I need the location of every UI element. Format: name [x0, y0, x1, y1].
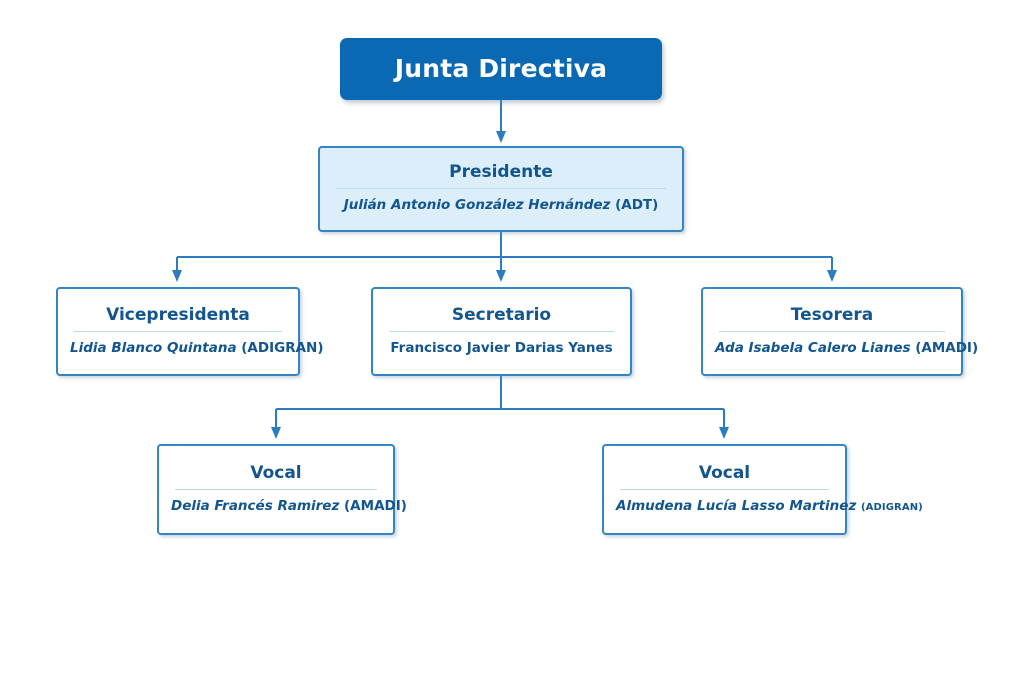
- person-org: (ADT): [615, 197, 659, 213]
- node-divider: [336, 188, 666, 189]
- node-tesorera[interactable]: Tesorera Ada Isabela Calero Lianes (AMAD…: [701, 287, 978, 376]
- node-vicepresidenta[interactable]: Vicepresidenta Lidia Blanco Quintana (AD…: [56, 287, 324, 376]
- node-divider: [719, 330, 945, 332]
- person-name: Francisco Javier Darias Yanes: [390, 339, 613, 356]
- node-person: Almudena Lucía Lasso Martinez (ADIGRAN): [604, 490, 923, 522]
- node-vocal-1[interactable]: Vocal Delia Francés Ramirez (AMADI): [157, 444, 407, 535]
- node-person: Julián Antonio González Hernández (ADT): [320, 189, 682, 221]
- node-divider: [74, 330, 282, 332]
- node-title: Junta Directiva: [394, 53, 608, 83]
- person-name: Delia Francés Ramirez: [171, 497, 340, 514]
- node-person: Ada Isabela Calero Lianes (AMADI): [703, 332, 978, 364]
- node-title: Presidente: [449, 162, 553, 183]
- node-person: Delia Francés Ramirez (AMADI): [159, 490, 407, 522]
- node-title: Secretario: [451, 304, 552, 325]
- node-title: Tesorera: [790, 304, 874, 325]
- person-name: Lidia Blanco Quintana: [70, 339, 237, 356]
- node-vocal-2[interactable]: Vocal Almudena Lucía Lasso Martinez (ADI…: [602, 444, 923, 535]
- node-person: Lidia Blanco Quintana (ADIGRAN): [58, 332, 324, 364]
- person-org: (AMADI): [344, 497, 407, 514]
- node-junta-directiva[interactable]: Junta Directiva: [340, 38, 662, 100]
- person-name: Ada Isabela Calero Lianes: [715, 339, 911, 356]
- node-divider: [620, 488, 829, 490]
- node-presidente[interactable]: Presidente Julián Antonio González Herná…: [318, 146, 684, 232]
- node-divider: [175, 488, 377, 490]
- node-title: Vicepresidenta: [106, 304, 250, 325]
- node-divider: [389, 330, 614, 332]
- person-org: (ADIGRAN): [241, 339, 324, 356]
- node-secretario[interactable]: Secretario Francisco Javier Darias Yanes: [371, 287, 632, 376]
- node-title: Vocal: [698, 462, 751, 483]
- person-name: Julián Antonio González Hernández: [343, 197, 611, 213]
- person-name: Almudena Lucía Lasso Martinez: [616, 497, 857, 514]
- person-org: (AMADI): [915, 339, 979, 356]
- node-title: Vocal: [250, 462, 302, 483]
- person-org: (ADIGRAN): [861, 501, 923, 513]
- node-person: Francisco Javier Darias Yanes: [373, 332, 630, 364]
